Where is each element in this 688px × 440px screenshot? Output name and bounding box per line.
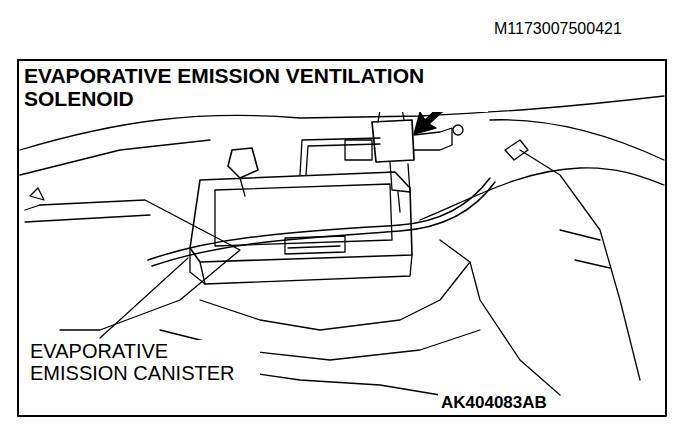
bracket — [240, 178, 245, 196]
body-panel — [560, 230, 610, 268]
figure-code: AK404083AB — [438, 394, 550, 413]
body-panel — [520, 150, 640, 380]
hose — [148, 178, 490, 260]
body-panel — [490, 120, 664, 160]
body-panel — [25, 205, 150, 222]
leader-line — [100, 258, 188, 338]
bracket — [228, 148, 258, 178]
hose — [300, 138, 380, 175]
canister-port — [288, 246, 340, 248]
body-panel — [440, 240, 560, 395]
solenoid-wire — [398, 192, 400, 212]
canister-body — [215, 184, 392, 246]
canister-body — [200, 262, 205, 284]
body-panel — [200, 262, 470, 330]
bolt — [453, 125, 463, 135]
body-panel — [230, 370, 440, 395]
body-panel — [20, 140, 210, 175]
hose — [420, 168, 664, 220]
part-label: EVAPORATIVE EMISSION CANISTER — [30, 340, 260, 384]
solenoid — [372, 120, 414, 162]
clip — [505, 140, 528, 160]
solenoid-port — [345, 140, 372, 160]
clip — [30, 188, 44, 200]
title: EVAPORATIVE EMISSION VENTILATION SOLENOI… — [24, 64, 488, 112]
document-code: M1173007500421 — [494, 20, 622, 38]
frame — [18, 60, 666, 416]
hose — [152, 182, 495, 266]
solenoid-connector — [390, 162, 410, 192]
